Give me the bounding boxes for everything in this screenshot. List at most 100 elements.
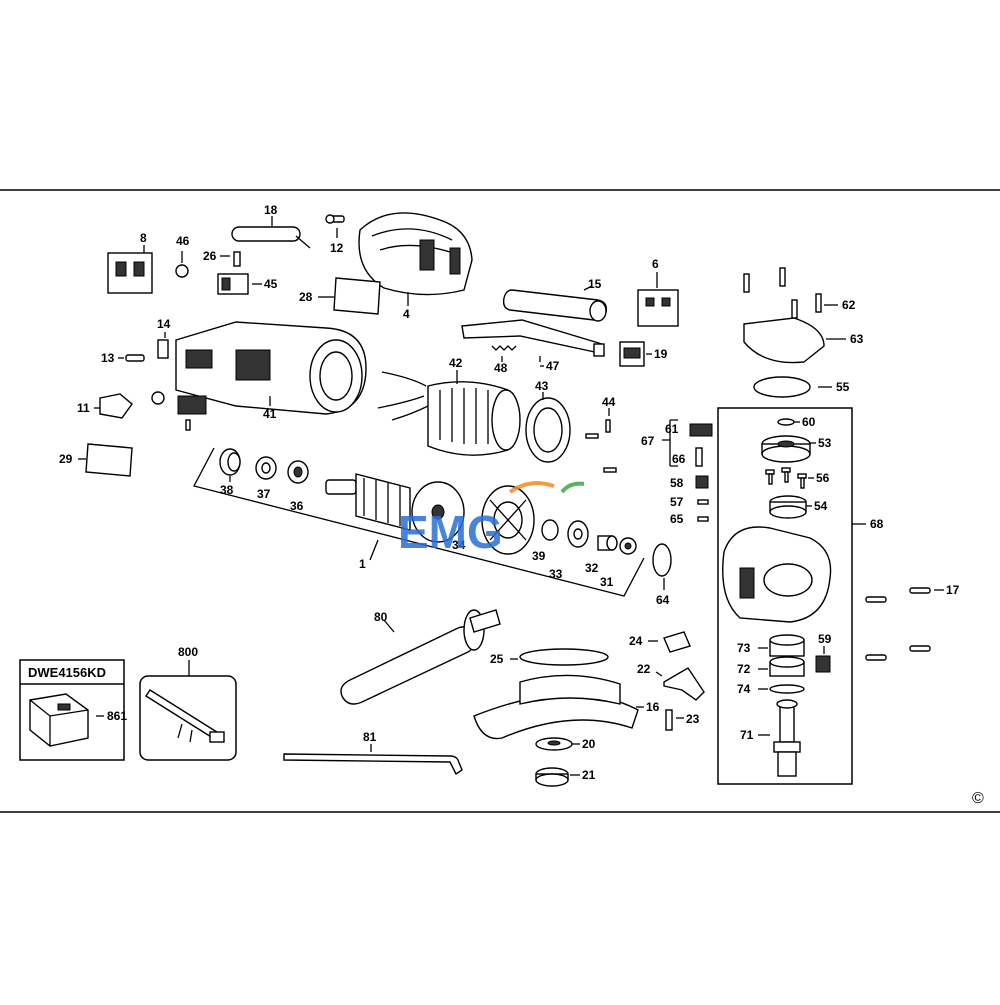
label-53: 53 <box>818 436 832 450</box>
part-80-side-handle <box>340 609 501 705</box>
bracket-67 <box>662 419 678 467</box>
label-22: 22 <box>637 662 651 676</box>
part-800-rod <box>145 689 225 743</box>
part-24-lever <box>663 631 691 653</box>
label-13: 13 <box>101 351 115 365</box>
label-45: 45 <box>264 277 278 291</box>
part-55-o-ring <box>753 376 811 398</box>
label-72: 72 <box>737 662 751 676</box>
part-8-brush-a <box>115 261 127 277</box>
label-71: 71 <box>740 728 754 742</box>
label-1: 1 <box>359 557 366 571</box>
part-48-spring <box>491 345 517 351</box>
watermark-text: EMG <box>398 506 503 558</box>
label-61: 61 <box>665 422 679 436</box>
label-56: 56 <box>816 471 830 485</box>
kit-box <box>19 659 125 761</box>
part-31-nut <box>619 537 637 555</box>
part-63-cover <box>743 317 825 364</box>
part-23-screw <box>665 709 673 731</box>
label-33: 33 <box>549 567 563 581</box>
part-43-baffle <box>525 397 571 463</box>
label-11: 11 <box>77 401 90 415</box>
part-44-screws <box>585 419 617 473</box>
label-55: 55 <box>836 380 850 394</box>
label-63: 63 <box>850 332 864 346</box>
part-57-pin <box>697 499 709 505</box>
part-15-side-handle-tube <box>502 289 608 322</box>
part-56-screws <box>765 467 807 489</box>
label-73: 73 <box>737 641 751 655</box>
part-72-bearing <box>769 656 805 677</box>
label-43: 43 <box>535 379 549 393</box>
part-42-field-coil <box>377 371 521 456</box>
label-15: 15 <box>588 277 602 291</box>
part-14-plate <box>157 339 169 359</box>
part-8-brush-b <box>133 261 145 277</box>
part-54-bearing <box>769 495 807 519</box>
label-4: 4 <box>403 307 410 321</box>
label-59: 59 <box>818 632 832 646</box>
label-37: 37 <box>257 487 271 501</box>
label-41: 41 <box>263 407 277 421</box>
part-73-bearing <box>769 634 805 657</box>
part-47-lever <box>461 319 605 357</box>
label-800: 800 <box>178 645 198 659</box>
part-33-fan <box>481 485 535 555</box>
label-60: 60 <box>802 415 816 429</box>
part-13-screw <box>125 354 145 362</box>
part-60-washer <box>777 418 795 426</box>
part-18-rod <box>231 226 311 249</box>
part-39-washer <box>541 519 559 541</box>
label-65: 65 <box>670 512 684 526</box>
copyright-symbol: © <box>972 790 984 807</box>
part-17-screws <box>865 587 931 661</box>
label-81: 81 <box>363 730 377 744</box>
part-61-block <box>689 423 713 437</box>
label-24: 24 <box>629 634 643 648</box>
label-32: 32 <box>585 561 599 575</box>
label-8: 8 <box>140 231 147 245</box>
part-12-screw <box>325 214 345 224</box>
label-66: 66 <box>672 452 686 466</box>
part-16-guard <box>473 674 639 740</box>
part-4-motor-housing <box>358 212 473 296</box>
part-11-cord-clamp <box>99 393 133 419</box>
label-39: 39 <box>532 549 546 563</box>
part-71-spindle <box>773 699 801 777</box>
part-59-block <box>815 655 831 673</box>
part-11-switch <box>177 395 207 415</box>
label-26: 26 <box>203 249 217 263</box>
part-64-ring <box>652 543 672 577</box>
label-38: 38 <box>220 483 234 497</box>
watermark-logo: EMG <box>398 481 585 558</box>
label-6: 6 <box>652 257 659 271</box>
part-66-pin <box>695 447 703 467</box>
kit-case <box>29 693 89 747</box>
part-41-main-housing <box>175 321 367 415</box>
part-11-spring <box>151 391 165 405</box>
label-23: 23 <box>686 712 700 726</box>
label-46: 46 <box>176 234 190 248</box>
gear-case-housing <box>722 526 832 623</box>
armature-kit-bracket <box>193 447 645 597</box>
label-74: 74 <box>737 682 751 696</box>
part-74-washer <box>769 684 805 694</box>
label-18: 18 <box>264 203 278 217</box>
label-29: 29 <box>59 452 73 466</box>
label-31: 31 <box>600 575 614 589</box>
label-44: 44 <box>602 395 616 409</box>
label-68: 68 <box>870 517 884 531</box>
label-16: 16 <box>646 700 660 714</box>
label-48: 48 <box>494 361 508 375</box>
label-67: 67 <box>641 434 655 448</box>
part-32-pinion <box>597 535 618 551</box>
label-54: 54 <box>814 499 828 513</box>
part-53-bearing <box>761 435 811 463</box>
label-14: 14 <box>157 317 171 331</box>
label-17: 17 <box>946 583 960 597</box>
label-57: 57 <box>670 495 684 509</box>
label-19: 19 <box>654 347 668 361</box>
